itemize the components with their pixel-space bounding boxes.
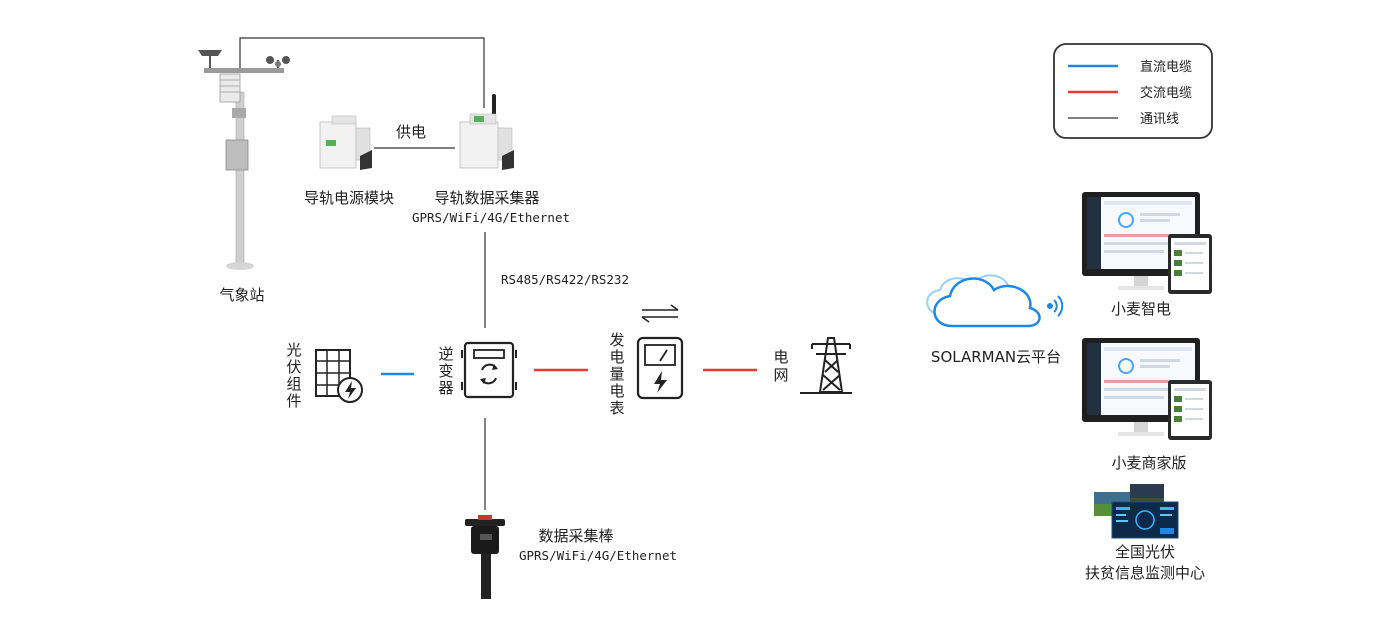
grid-label-2: 网 xyxy=(773,366,788,384)
meter-label-3: 量 xyxy=(609,365,624,383)
legend: 直流电缆 交流电缆 通讯线 xyxy=(1053,43,1213,139)
weather-station-label: 气象站 xyxy=(219,286,264,304)
monitor-tablet-icon-2 xyxy=(1082,338,1212,440)
rail-data-collector-icon xyxy=(459,94,514,170)
dashboard-screen-icon xyxy=(1094,484,1179,539)
app2-label: 小麦商家版 xyxy=(1111,454,1186,472)
stick-sub-label: GPRS/WiFi/4G/Ethernet xyxy=(519,548,677,563)
inverter-label-1: 逆 xyxy=(438,345,453,363)
power-tower-icon xyxy=(800,337,852,394)
inverter-icon xyxy=(461,341,517,399)
rail-collector-label: 导轨数据采集器 xyxy=(434,189,539,207)
energy-meter-icon xyxy=(636,336,684,400)
cloud-icon xyxy=(926,274,1041,328)
bidirectional-arrows-icon xyxy=(641,304,679,323)
pv-label-2: 伏 xyxy=(286,358,301,376)
cloud-label: SOLARMAN云平台 xyxy=(931,348,1061,366)
pv-label-3: 组 xyxy=(286,375,301,393)
app1-label: 小麦智电 xyxy=(1111,300,1171,318)
monitor-tablet-icon xyxy=(1082,192,1212,294)
rail-collector-sub-label: GPRS/WiFi/4G/Ethernet xyxy=(412,210,570,225)
rail-power-module-icon xyxy=(319,115,372,170)
meter-label-4: 电 xyxy=(609,382,624,400)
grid-label-1: 电 xyxy=(773,348,788,366)
meter-label-1: 发 xyxy=(609,331,624,349)
weather-station-icon xyxy=(198,50,290,270)
rs-protocols-label: RS485/RS422/RS232 xyxy=(501,272,629,287)
solar-panel-icon xyxy=(315,349,363,403)
data-stick-icon xyxy=(465,515,505,599)
inverter-label-2: 变 xyxy=(438,362,453,380)
legend-comm-label: 通讯线 xyxy=(1140,112,1179,127)
center-label-2: 扶贫信息监测中心 xyxy=(1085,564,1205,582)
inverter-label-3: 器 xyxy=(438,379,453,397)
comm-line-weather xyxy=(239,37,485,108)
power-supply-label: 供电 xyxy=(396,123,426,141)
meter-label-2: 电 xyxy=(609,348,624,366)
rail-power-label: 导轨电源模块 xyxy=(304,189,394,207)
pv-label-4: 件 xyxy=(286,392,301,410)
wireless-signal-icon xyxy=(1047,295,1064,317)
legend-dc-label: 直流电缆 xyxy=(1140,59,1192,75)
meter-label-5: 表 xyxy=(609,399,624,417)
stick-label: 数据采集棒 xyxy=(538,527,613,545)
legend-ac-label: 交流电缆 xyxy=(1140,85,1192,101)
pv-label-1: 光 xyxy=(286,341,301,359)
center-label-1: 全国光伏 xyxy=(1115,543,1175,561)
